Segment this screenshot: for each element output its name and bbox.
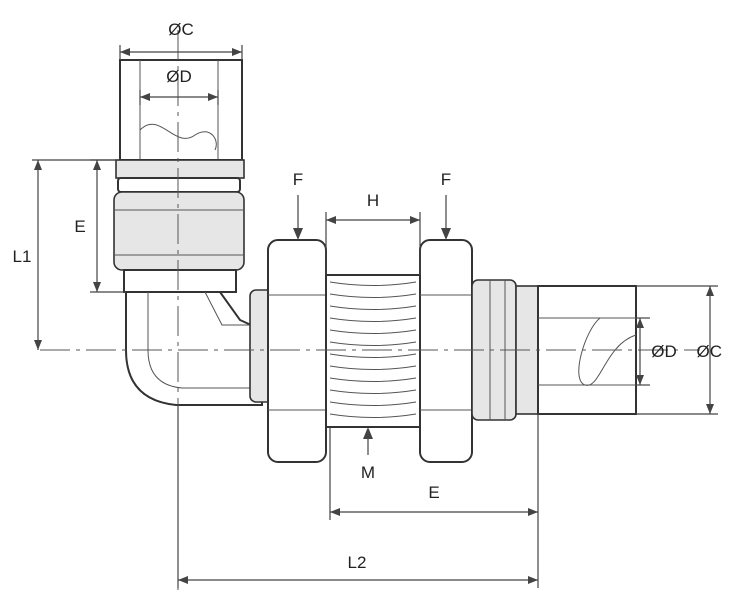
label-left-e: E: [74, 217, 85, 236]
thread-ridge: [329, 329, 417, 334]
right-hex-nut: [419, 239, 473, 463]
thread-ridge: [329, 365, 417, 370]
dim-l1: [32, 159, 116, 350]
label-bottom-e: E: [428, 483, 439, 502]
dim-f-right: [441, 195, 451, 240]
thread-ridge: [329, 305, 417, 310]
dim-f-left: [293, 195, 303, 240]
label-l1: L1: [13, 247, 32, 266]
thread-ridge: [329, 293, 417, 298]
top-tube-stub: [115, 59, 245, 179]
elbow-body: [125, 291, 263, 406]
thread-ridge: [329, 281, 417, 286]
thread-ridge: [329, 353, 417, 358]
thread-ridge: [329, 413, 417, 418]
label-f-right: F: [441, 170, 451, 189]
thread-ridge: [329, 401, 417, 406]
label-top-outer-dia: ØC: [168, 20, 194, 39]
dim-bottom-e: [329, 414, 539, 588]
label-l2: L2: [348, 553, 367, 572]
dim-right-outer: [636, 285, 718, 415]
label-h: H: [367, 191, 379, 210]
top-collet: [113, 177, 245, 293]
thread-ridge: [329, 341, 417, 346]
dim-top-outer: [119, 45, 243, 60]
label-right-inner-dia: ØD: [651, 342, 677, 361]
thread-ridge: [329, 389, 417, 394]
dim-h: [325, 212, 421, 275]
label-right-outer-dia: ØC: [697, 342, 723, 361]
dim-left-e: [90, 159, 126, 293]
thread-ridge: [329, 317, 417, 322]
dim-top-inner: [139, 90, 219, 105]
label-m: M: [361, 463, 375, 482]
label-top-inner-dia: ØD: [166, 67, 192, 86]
label-f-left: F: [293, 170, 303, 189]
dim-l2: [177, 405, 538, 588]
thread-ridge: [329, 377, 417, 382]
dim-m: [363, 427, 373, 455]
left-hex-nut: [249, 239, 327, 463]
dim-right-inner: [636, 317, 650, 386]
thread-section: [325, 274, 421, 428]
